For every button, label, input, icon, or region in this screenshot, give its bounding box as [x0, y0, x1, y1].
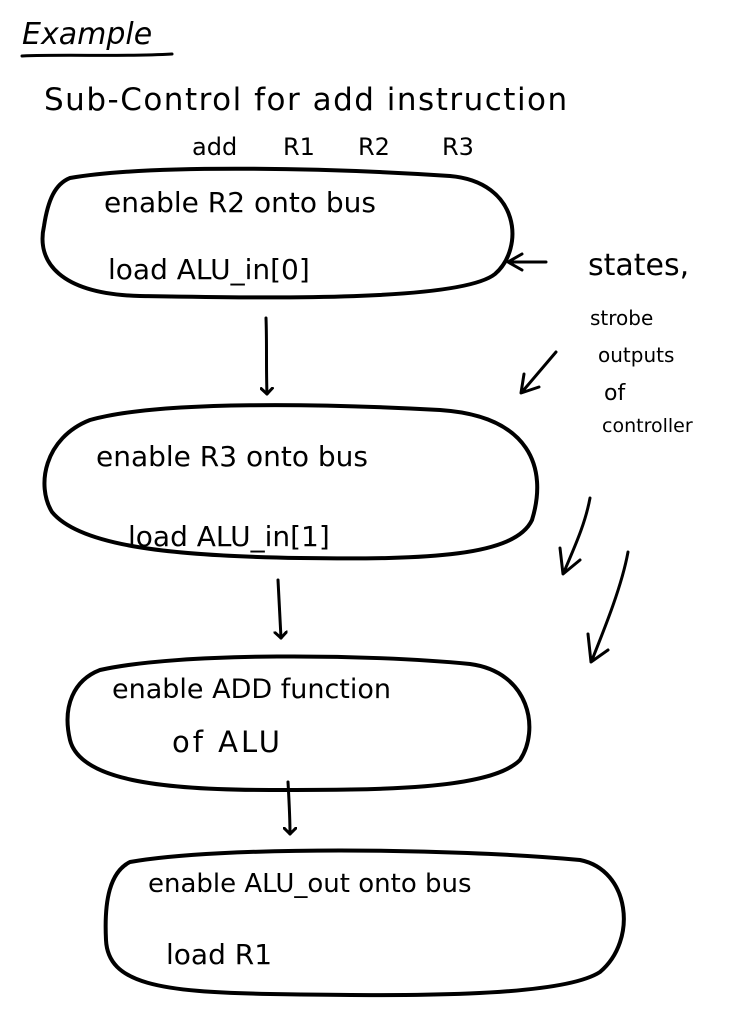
instruction-operand-3: R3 [442, 133, 474, 161]
state-node-3-outline [65, 654, 532, 792]
state-node-4-outline [103, 848, 626, 998]
state-node-1-line2: load ALU_in[0] [108, 253, 310, 286]
annotation-line-2: strobe [590, 306, 653, 330]
state-node-2-outline [42, 403, 540, 561]
state-node-4-line2: load R1 [166, 938, 272, 971]
annotation-arrow-state-1 [506, 252, 548, 272]
state-node-1: enable R2 onto bus load ALU_in[0] [40, 166, 515, 300]
state-node-2-line1: enable R3 onto bus [96, 440, 368, 473]
state-node-1-outline [40, 166, 515, 300]
annotation-arrow-state-4 [586, 550, 630, 664]
state-node-2-line2: load ALU_in[1] [128, 520, 330, 553]
instruction-line: add R1 R2 R3 [192, 133, 474, 161]
heading: Example [22, 17, 152, 52]
flow-arrow-3 [288, 780, 290, 836]
state-node-3-line2: of ALU [172, 725, 283, 759]
annotation: states, strobe outputs of controller [588, 248, 693, 437]
subtitle: Sub-Control for add instruction [44, 82, 569, 118]
instruction-operand-1: R1 [283, 133, 315, 161]
instruction-operand-2: R2 [358, 133, 390, 161]
state-node-3: enable ADD function of ALU [65, 654, 532, 792]
state-node-3-line1: enable ADD function [112, 674, 391, 705]
annotation-line-4: of [604, 381, 626, 406]
annotation-arrow-state-3 [558, 496, 592, 576]
annotation-line-1: states, [588, 248, 689, 283]
annotation-line-3: outputs [598, 343, 674, 367]
instruction-mnemonic: add [192, 133, 237, 161]
annotation-line-5: controller [602, 415, 693, 437]
flow-arrow-1 [266, 316, 267, 396]
annotation-arrows [506, 252, 630, 664]
flow-arrow-2 [278, 578, 281, 640]
annotation-arrow-state-2 [519, 350, 558, 395]
state-node-1-line1: enable R2 onto bus [104, 186, 376, 219]
state-node-4-line1: enable ALU_out onto bus [148, 869, 472, 899]
heading-underline [20, 52, 174, 58]
state-node-2: enable R3 onto bus load ALU_in[1] [42, 403, 540, 561]
state-node-4: enable ALU_out onto bus load R1 [103, 848, 626, 998]
